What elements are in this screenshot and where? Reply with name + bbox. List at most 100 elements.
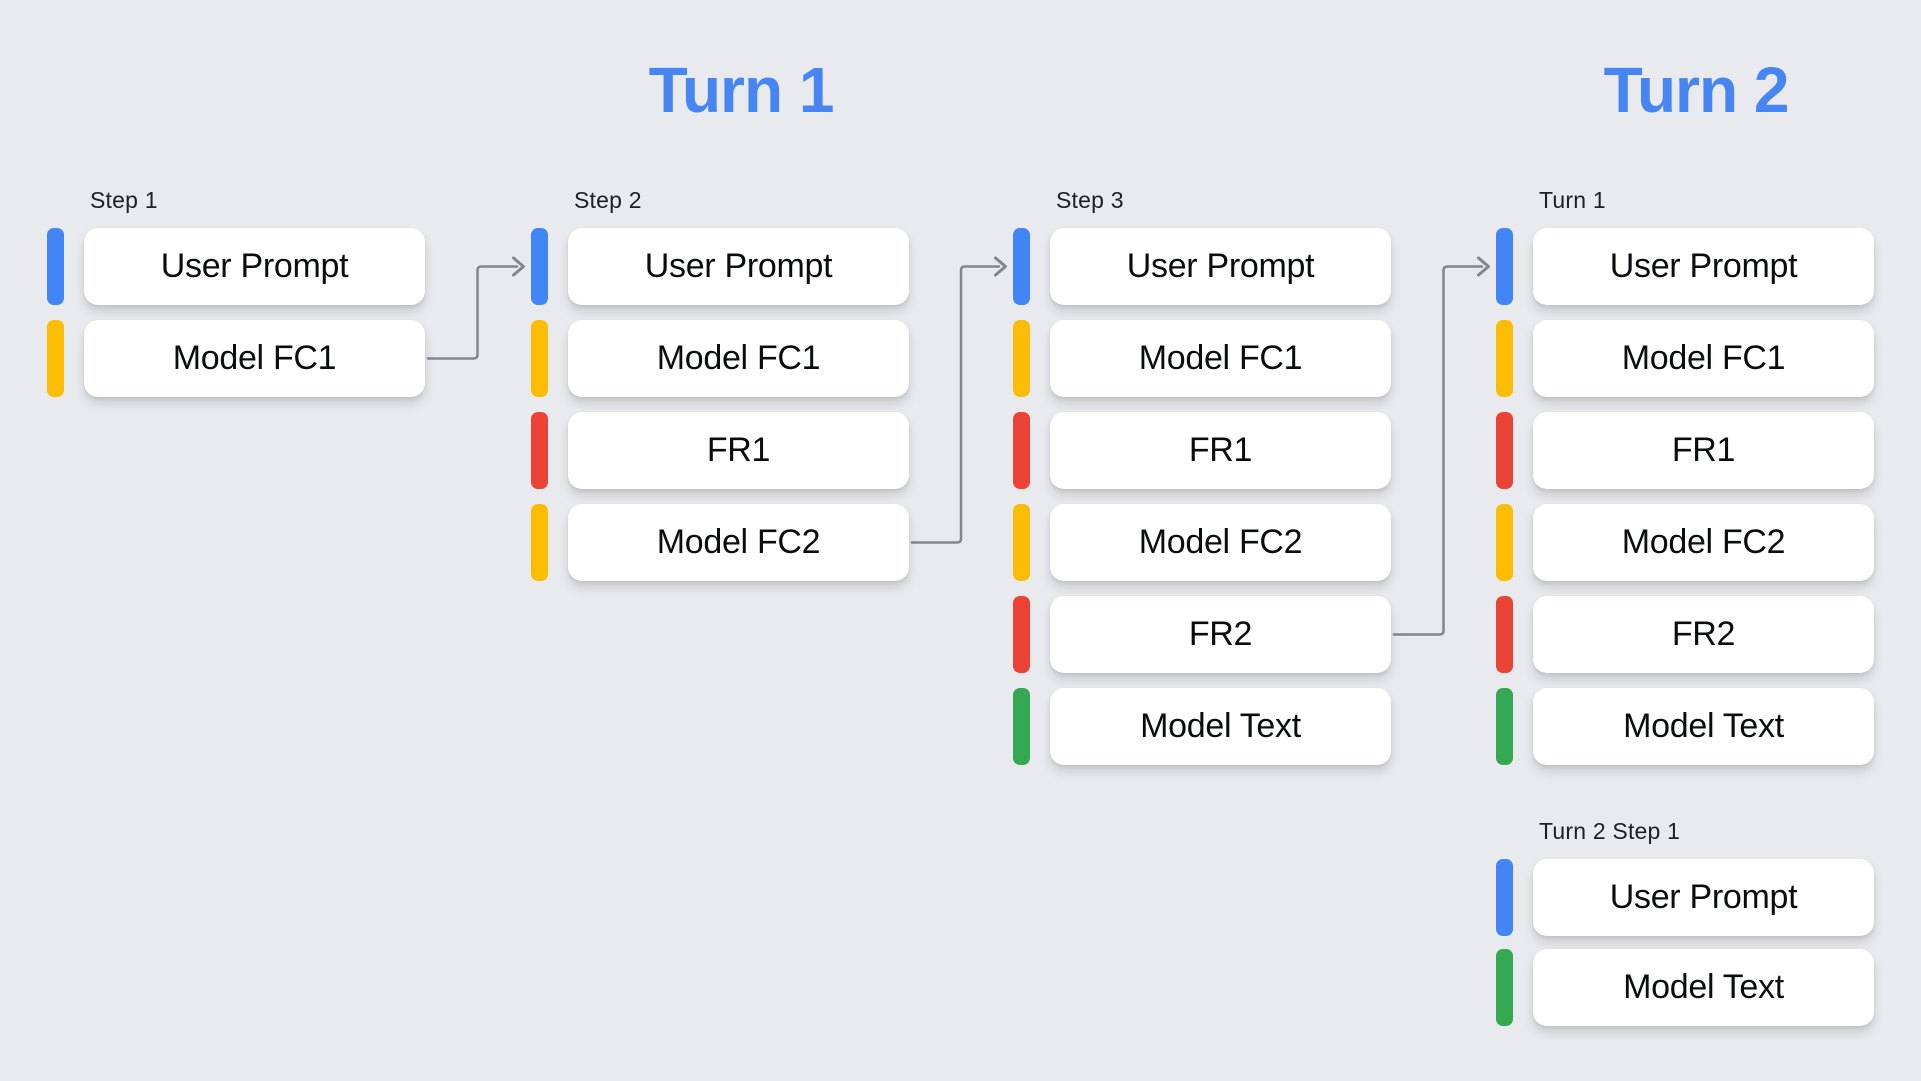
column-label: Step 1: [90, 187, 158, 213]
column-step-1: Step 1 User Prompt Model FC1: [47, 186, 425, 397]
message-box-label: Model FC1: [172, 339, 337, 377]
column-turn-2-step-1: Turn 2 Step 1 User Prompt Model Text: [1496, 817, 1874, 1026]
column-rows: User Prompt Model FC1 FR1 Model FC2: [531, 228, 909, 581]
message-box: FR1: [1050, 412, 1391, 489]
column-label: Step 3: [1056, 187, 1124, 213]
message-box-label: User Prompt: [160, 247, 349, 285]
green-role-pill: [1013, 688, 1030, 765]
message-box: FR1: [568, 412, 909, 489]
red-role-pill: [1013, 596, 1030, 673]
message-row: Model FC2: [531, 504, 909, 581]
message-box-label: User Prompt: [644, 247, 833, 285]
message-box-label: FR1: [1188, 431, 1253, 469]
message-row: FR1: [1496, 412, 1874, 489]
message-row: FR2: [1013, 596, 1391, 673]
message-row: Model Text: [1496, 949, 1874, 1026]
message-row: User Prompt: [1013, 228, 1391, 305]
message-box: Model FC1: [1050, 320, 1391, 397]
message-box-label: User Prompt: [1126, 247, 1315, 285]
message-row: Model Text: [1013, 688, 1391, 765]
blue-role-pill: [1013, 228, 1030, 305]
message-row: Model FC2: [1013, 504, 1391, 581]
yellow-role-pill: [531, 504, 548, 581]
message-row: User Prompt: [531, 228, 909, 305]
message-row: Model FC1: [1496, 320, 1874, 397]
column-label: Step 2: [574, 187, 642, 213]
yellow-role-pill: [47, 320, 64, 397]
red-role-pill: [1496, 412, 1513, 489]
message-box: Model FC1: [1533, 320, 1874, 397]
column-label: Turn 2 Step 1: [1539, 818, 1681, 844]
message-box-label: Model FC1: [1621, 339, 1786, 377]
message-box-label: FR2: [1188, 615, 1253, 653]
message-box: Model FC1: [568, 320, 909, 397]
blue-role-pill: [1496, 859, 1513, 936]
arrow-step3-to-turn1: [1392, 256, 1490, 636]
yellow-role-pill: [1496, 320, 1513, 397]
message-box-label: Model FC1: [1138, 339, 1303, 377]
message-box-label: User Prompt: [1609, 878, 1798, 916]
message-box: FR1: [1533, 412, 1874, 489]
yellow-role-pill: [1496, 504, 1513, 581]
message-row: User Prompt: [47, 228, 425, 305]
turn-1-heading: Turn 1: [648, 54, 835, 126]
message-box: FR2: [1050, 596, 1391, 673]
yellow-role-pill: [531, 320, 548, 397]
column-rows: User Prompt Model Text: [1496, 859, 1874, 1026]
column-step-2: Step 2 User Prompt Model FC1 FR1 Model F…: [531, 186, 909, 581]
blue-role-pill: [1496, 228, 1513, 305]
message-box-label: FR1: [706, 431, 771, 469]
message-box: Model Text: [1533, 688, 1874, 765]
message-box: FR2: [1533, 596, 1874, 673]
arrow-step2-to-step3: [910, 256, 1007, 544]
arrow-step1-to-step2: [426, 256, 525, 360]
message-row: User Prompt: [1496, 859, 1874, 936]
column-rows: User Prompt Model FC1 FR1 Model FC2 FR2 …: [1496, 228, 1874, 765]
red-role-pill: [531, 412, 548, 489]
column-rows: User Prompt Model FC1: [47, 228, 425, 397]
message-box-label: FR1: [1671, 431, 1736, 469]
green-role-pill: [1496, 949, 1513, 1026]
column-rows: User Prompt Model FC1 FR1 Model FC2 FR2 …: [1013, 228, 1391, 765]
blue-role-pill: [531, 228, 548, 305]
turn-2-heading: Turn 2: [1603, 54, 1790, 126]
message-row: Model FC2: [1496, 504, 1874, 581]
message-row: Model FC1: [1013, 320, 1391, 397]
red-role-pill: [1013, 412, 1030, 489]
message-row: Model Text: [1496, 688, 1874, 765]
message-box: Model FC2: [1533, 504, 1874, 581]
message-box-label: FR2: [1671, 615, 1736, 653]
message-row: Model FC1: [531, 320, 909, 397]
column-label: Turn 1: [1539, 187, 1606, 213]
message-box: Model FC2: [1050, 504, 1391, 581]
message-box: User Prompt: [1050, 228, 1391, 305]
message-row: FR1: [531, 412, 909, 489]
red-role-pill: [1496, 596, 1513, 673]
message-box-label: Model Text: [1623, 707, 1784, 745]
column-turn-1: Turn 1 User Prompt Model FC1 FR1 Model F…: [1496, 186, 1874, 765]
message-box-label: Model FC2: [1621, 523, 1786, 561]
green-role-pill: [1496, 688, 1513, 765]
column-step-3: Step 3 User Prompt Model FC1 FR1 Model F…: [1013, 186, 1391, 765]
yellow-role-pill: [1013, 320, 1030, 397]
message-box: User Prompt: [84, 228, 425, 305]
message-box: User Prompt: [1533, 859, 1874, 936]
message-box: Model FC1: [84, 320, 425, 397]
yellow-role-pill: [1013, 504, 1030, 581]
message-box-label: Model FC1: [656, 339, 821, 377]
message-box-label: Model FC2: [656, 523, 821, 561]
message-box-label: Model Text: [1140, 707, 1301, 745]
message-box: Model Text: [1533, 949, 1874, 1026]
message-box: Model FC2: [568, 504, 909, 581]
message-box-label: Model FC2: [1138, 523, 1303, 561]
message-row: Model FC1: [47, 320, 425, 397]
message-row: User Prompt: [1496, 228, 1874, 305]
message-box: User Prompt: [568, 228, 909, 305]
message-box: Model Text: [1050, 688, 1391, 765]
blue-role-pill: [47, 228, 64, 305]
message-box-label: User Prompt: [1609, 247, 1798, 285]
message-row: FR2: [1496, 596, 1874, 673]
message-box-label: Model Text: [1623, 968, 1784, 1006]
message-row: FR1: [1013, 412, 1391, 489]
